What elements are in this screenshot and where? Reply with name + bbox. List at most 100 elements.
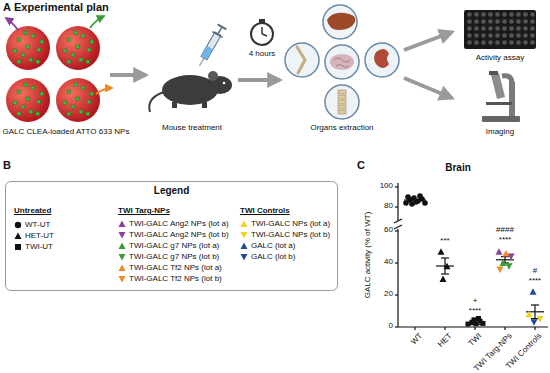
axes-part — [395, 230, 398, 231]
targ-np-points-part — [503, 250, 510, 257]
legend-marker — [118, 242, 126, 250]
tick-label: 0 — [389, 322, 393, 330]
microscope-icon-part — [489, 71, 498, 75]
legend-marker — [240, 253, 248, 261]
legend-marker-shape — [119, 221, 126, 228]
nanoparticles-part — [6, 18, 18, 30]
mouse-figure-part — [202, 102, 207, 108]
legend-group: TWI Controls — [240, 207, 290, 215]
syringe-icon-part — [201, 46, 213, 60]
timer-icon — [251, 19, 273, 45]
legend-item: GALC (lot a) — [240, 242, 295, 250]
mouse-figure-part — [208, 71, 218, 81]
nanoparticles-part — [56, 26, 100, 70]
legend-marker-shape — [241, 254, 248, 261]
axes-part — [397, 229, 398, 327]
syringe-icon-part — [201, 32, 221, 60]
legend-item: TWI-GALC Ang2 NPs (lot a) — [118, 220, 229, 228]
axes-part — [395, 206, 398, 207]
targ-np-points — [496, 248, 515, 273]
process-arrows-part — [404, 78, 452, 98]
axes-part — [395, 326, 398, 327]
axes-part — [395, 186, 398, 187]
organ-circles-part — [285, 5, 399, 119]
legend-marker — [240, 231, 248, 239]
organ-circles-part — [334, 58, 350, 68]
legend-group: TWI Targ-NPs — [118, 207, 170, 215]
mean-sem-bars-part — [534, 305, 535, 319]
mouse-figure — [149, 71, 232, 112]
targ-np-points-part — [508, 254, 515, 261]
nanoparticles-part — [96, 88, 112, 94]
assay-plate-part — [466, 11, 535, 47]
legend-marker-shape — [241, 232, 248, 239]
nanoparticles-part — [6, 78, 50, 122]
mean-sem-bars-part — [441, 273, 449, 274]
legend-item: TWI-GALC NPs (lot a) — [240, 220, 330, 228]
organ-circles-part-part — [298, 60, 305, 73]
axes-part — [474, 327, 475, 330]
targ-np-points-part — [497, 266, 504, 273]
legend-text: TWI-GALC NPs (lot a) — [251, 220, 330, 228]
process-arrows-part — [110, 73, 146, 77]
step-label: Organs extraction — [310, 124, 373, 132]
legend-item: TWI-UT — [14, 243, 53, 251]
targ-np-points-part — [500, 260, 507, 267]
chart-title: Brain — [445, 163, 471, 173]
legend-marker — [240, 220, 248, 228]
legend-text: TWI-GALC g7 NPs (lot b) — [129, 253, 219, 261]
legend-item: WT-UT — [14, 221, 50, 229]
microscope-icon — [482, 71, 520, 122]
axis-title: GALC activity (% of WT) — [364, 212, 372, 299]
legend-marker-shape — [119, 265, 126, 272]
significance-mark: + — [473, 297, 478, 305]
legend-marker-shape — [15, 233, 22, 240]
legend-item: TWI-GALC g7 NPs (lot a) — [118, 242, 219, 250]
significance-mark: #### — [496, 226, 514, 234]
legend-group: Untreated — [14, 207, 51, 215]
step-label: 4 hours — [249, 50, 276, 58]
organ-circles — [285, 5, 399, 119]
organ-circles-part — [338, 90, 346, 114]
organ-circles-part-part — [297, 47, 305, 60]
microscope-icon-part — [509, 82, 515, 116]
axes-part — [397, 183, 398, 221]
legend-marker-shape — [119, 254, 126, 261]
control-points-part — [526, 311, 533, 318]
legend-item: TWI-GALC Tf2 NPs (lot a) — [118, 264, 222, 272]
mouse-figure-part — [149, 92, 164, 112]
control-points — [526, 288, 544, 325]
legend-item: TWI-GALC Tf2 NPs (lot b) — [118, 275, 222, 283]
syringe-icon-part — [212, 32, 222, 38]
axes-part — [414, 327, 415, 330]
axes-part — [394, 219, 402, 223]
legend-marker — [118, 264, 126, 272]
panel-letter: A — [3, 2, 11, 13]
significance-mark: **** — [469, 307, 481, 315]
timer-icon-part — [261, 27, 263, 34]
legend-text: TWI-GALC Tf2 NPs (lot a) — [129, 264, 222, 272]
legend-item: TWI-GALC g7 NPs (lot b) — [118, 253, 219, 261]
legend-marker-shape — [15, 244, 21, 250]
nanoparticles-part — [56, 78, 100, 122]
legend-marker — [14, 221, 22, 229]
het-points-part — [440, 276, 447, 283]
control-points-part — [537, 316, 544, 323]
tick-label: 60 — [384, 226, 393, 234]
legend-marker — [118, 253, 126, 261]
microscope-icon-part — [491, 73, 505, 99]
legend-text: TWI-GALC Tf2 NPs (lot b) — [129, 275, 222, 283]
process-arrows-part — [404, 32, 452, 50]
legend-marker — [240, 242, 248, 250]
legend-title: Legend — [6, 182, 337, 196]
mean-sem-bars-part — [504, 257, 505, 263]
organ-circles-part-part — [323, 5, 357, 39]
tick-label: 20 — [384, 290, 393, 298]
organ-circles-part — [374, 49, 389, 68]
organ-circles-part-part — [325, 45, 359, 79]
category-label: WT — [409, 332, 423, 346]
organ-circles-part-part — [338, 110, 346, 114]
axes-part — [398, 326, 548, 327]
het-points — [438, 248, 451, 282]
legend-item: HET-UT — [14, 232, 54, 240]
